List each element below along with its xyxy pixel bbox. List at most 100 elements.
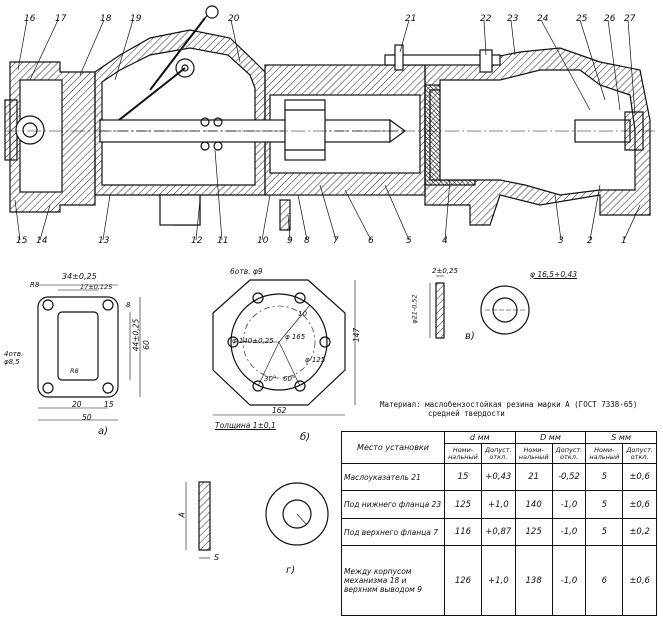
callout-2: 2 <box>587 236 593 246</box>
callout-23: 23 <box>507 14 519 24</box>
row4-S-tol: ±0,6 <box>622 545 657 616</box>
fig-b-dim-10: 10 <box>298 310 307 318</box>
fig-a-dim-b2: 15 <box>104 400 114 409</box>
fig-g-dim-s: S <box>214 553 220 562</box>
fig-b-dim-d2: φ 165 <box>285 333 306 341</box>
callout-4: 4 <box>442 236 448 246</box>
row1-S-nom: 5 <box>585 462 624 492</box>
fig-a-dim-r8: R8 <box>30 281 40 289</box>
fig-a-dim-b1: 20 <box>72 400 82 409</box>
fig-b-dim-thick: Толщина 1±0,1 <box>215 421 276 430</box>
table-row: Маслоуказатель 21 15 +0,43 21 -0,52 5 ±0… <box>341 462 657 492</box>
callout-9: 9 <box>287 236 293 246</box>
spec-table: Место установки d мм D мм S мм Номи-наль… <box>341 431 657 616</box>
callout-1: 1 <box>621 236 627 246</box>
subheader-S-tol: Допуст. откл. <box>622 443 657 464</box>
fig-v-washer <box>429 275 530 339</box>
row2-D-tol: -1,0 <box>551 490 587 519</box>
row3-S-nom: 5 <box>585 517 624 547</box>
fig-a-dim-top2: 17±0,125 <box>80 283 113 291</box>
row3-S-tol: ±0,2 <box>622 517 657 547</box>
row3-D-tol: -1,0 <box>551 517 587 547</box>
callout-7: 7 <box>333 236 339 246</box>
callout-15: 15 <box>16 236 28 246</box>
fig-v-label: в) <box>465 331 475 342</box>
row2-S-nom: 5 <box>585 490 624 519</box>
table-row: Между корпусом механизма 18 и верхним вы… <box>341 545 657 616</box>
material-note-line1: Материал: маслобензостойкая резина марки… <box>380 400 638 409</box>
row2-S-tol: ±0,6 <box>622 490 657 519</box>
fig-b-dim-147: 147 <box>352 327 362 343</box>
row3-d-nom: 116 <box>444 517 482 547</box>
row4-d-nom: 126 <box>444 545 482 616</box>
row2-d-tol: +1,0 <box>480 490 516 519</box>
callout-19: 19 <box>130 14 142 24</box>
fig-g-ring <box>185 481 329 559</box>
callout-27: 27 <box>624 14 636 24</box>
fig-b-dim-30: 30° <box>264 375 277 383</box>
callout-18: 18 <box>100 14 112 24</box>
subheader-D-tol: Допуст. откл. <box>551 443 587 464</box>
subheader-D-nom: Номи-нальный <box>514 443 553 464</box>
fig-b-dim-d3: φ 125 <box>305 356 326 364</box>
callout-21: 21 <box>405 14 417 24</box>
fig-v-dim-d: φ 16,5+0,43 <box>530 270 578 279</box>
row3-D-nom: 125 <box>514 517 553 547</box>
subheader-d-nom: Номи-нальный <box>444 443 482 464</box>
callout-6: 6 <box>368 236 374 246</box>
fig-b-dim-162: 162 <box>272 406 287 415</box>
table-row: Под нижнего фланца 23 125 +1,0 140 -1,0 … <box>341 490 657 519</box>
row1-d-nom: 15 <box>444 462 482 492</box>
fig-b-dim-holes: 6отв. φ9 <box>230 267 263 276</box>
material-note-line2: средней твердости <box>428 409 505 418</box>
subheader-d-tol: Допуст. откл. <box>480 443 516 464</box>
callout-17: 17 <box>55 14 67 24</box>
callout-11: 11 <box>217 236 229 246</box>
fig-b-dim-60: 60° <box>283 375 296 383</box>
callout-24: 24 <box>537 14 549 24</box>
fig-a-dim-r8b: R8 <box>70 367 79 375</box>
callout-26: 26 <box>604 14 616 24</box>
row1-d-tol: +0,43 <box>480 462 516 492</box>
callout-3: 3 <box>558 236 564 246</box>
fig-a-dim-b3: 50 <box>82 413 92 422</box>
callout-20: 20 <box>228 14 240 24</box>
fig-b-flange-gasket <box>212 279 356 416</box>
subheader-S-nom: Номи-нальный <box>585 443 624 464</box>
fig-b-label: б) <box>300 432 311 443</box>
fig-a-dim-side: 44±0,25 <box>131 318 141 352</box>
assembly-section-view <box>4 5 655 231</box>
fig-a-dim-holes: 4отв. φ8,5 <box>4 350 24 366</box>
row2-d-nom: 125 <box>444 490 482 519</box>
row4-D-nom: 138 <box>514 545 553 616</box>
fig-v-dim-side: φ21-0,52 <box>410 294 419 324</box>
callout-14: 14 <box>36 236 48 246</box>
row4-d-tol: +1,0 <box>480 545 516 616</box>
fig-g-label: г) <box>286 565 296 576</box>
fig-a-dim-side2: 8 <box>126 301 131 309</box>
row1-D-nom: 21 <box>514 462 553 492</box>
callout-25: 25 <box>576 14 588 24</box>
row1-S-tol: ±0,6 <box>622 462 657 492</box>
row4-place: Между корпусом механизма 18 и верхним вы… <box>341 545 445 616</box>
fig-g-dim-a: А <box>177 512 187 518</box>
callout-leaders <box>14 19 641 241</box>
header-S: S мм <box>585 431 657 444</box>
row3-place: Под верхнего фланца 7 <box>341 517 445 547</box>
callout-22: 22 <box>480 14 492 24</box>
fig-a-gasket <box>37 284 141 421</box>
callout-10: 10 <box>257 236 269 246</box>
header-D: D мм <box>514 431 587 444</box>
callout-12: 12 <box>191 236 203 246</box>
fig-a-dim-top: 34±0,25 <box>62 272 97 281</box>
table-row: Под верхнего фланца 7 116 +0,87 125 -1,0… <box>341 517 657 547</box>
fig-b-dim-d1: φ 140±0,25 <box>232 337 274 345</box>
row2-place: Под нижнего фланца 23 <box>341 490 445 519</box>
row1-D-tol: -0,52 <box>551 462 587 492</box>
row2-D-nom: 140 <box>514 490 553 519</box>
callout-5: 5 <box>406 236 412 246</box>
row4-D-tol: -1,0 <box>551 545 587 616</box>
row4-S-nom: 6 <box>585 545 624 616</box>
fig-a-dim-side3: 60 <box>141 340 151 350</box>
callout-16: 16 <box>24 14 36 24</box>
